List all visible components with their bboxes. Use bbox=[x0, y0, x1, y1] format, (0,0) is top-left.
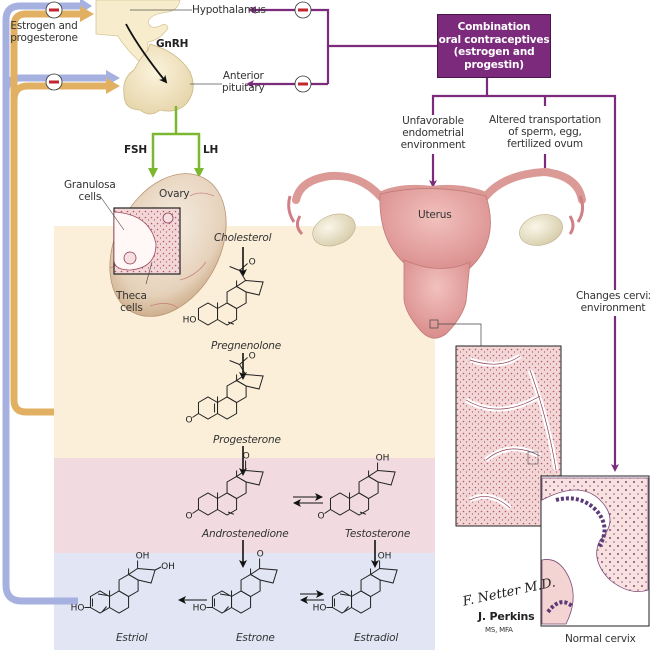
estradiol-structure: OH HO bbox=[313, 552, 398, 614]
progesterone-structure: OO bbox=[185, 352, 264, 426]
ovary-label: Ovary bbox=[159, 188, 190, 200]
gnrh-label: GnRH bbox=[156, 38, 189, 50]
functional-group-label: HO bbox=[183, 316, 197, 326]
functional-group-label: OH bbox=[136, 552, 150, 562]
combination-oral-contraceptives-box: Combination oral contraceptives (estroge… bbox=[437, 14, 551, 78]
inhibition-icon bbox=[45, 73, 63, 91]
functional-group-label: O bbox=[185, 416, 192, 426]
label-line: fertilized ovum bbox=[507, 138, 583, 150]
gonadotropin-arrows bbox=[148, 106, 204, 178]
normal-cervix-label: Normal cervix bbox=[565, 633, 636, 645]
label-line: Unfavorable bbox=[402, 115, 464, 127]
box-line: Combination bbox=[457, 21, 531, 33]
functional-group-label: O bbox=[185, 512, 192, 522]
estriol-structure: OH OH HO bbox=[71, 552, 175, 614]
functional-group-label: HO bbox=[313, 604, 327, 614]
estrone-structure: O HO bbox=[193, 550, 278, 614]
inhibition-icon bbox=[294, 1, 312, 19]
functional-group-label: HO bbox=[193, 604, 207, 614]
progesterone-label: Progesterone bbox=[213, 434, 281, 446]
inhibition-icon bbox=[45, 1, 63, 19]
uterus-illustration bbox=[287, 167, 586, 346]
feedback-label: Estrogen and progesterone bbox=[5, 20, 83, 44]
label-line: Granulosa bbox=[64, 179, 116, 191]
inhibition-markers bbox=[45, 1, 312, 93]
theca-label: Theca cells bbox=[116, 290, 147, 314]
equilibrium-arrows bbox=[293, 493, 324, 604]
box-line: oral contraceptives bbox=[438, 33, 550, 46]
artist-degrees: MS, MFA bbox=[485, 626, 513, 634]
uterus-label: Uterus bbox=[418, 209, 452, 221]
contraceptive-arrows bbox=[246, 6, 619, 472]
anterior-pituitary-label: Anterior pituitary bbox=[222, 70, 265, 94]
functional-group-label: O bbox=[249, 258, 256, 268]
progesterone-feedback-path bbox=[10, 10, 82, 416]
pathway-arrows bbox=[178, 247, 379, 604]
box-line: progestin) bbox=[464, 58, 524, 71]
androstenedione-structure: OO bbox=[185, 452, 264, 522]
functional-group-label: O bbox=[249, 352, 256, 362]
pregnenolone-structure: O HO bbox=[183, 258, 264, 326]
ovary-illustration bbox=[99, 173, 227, 317]
functional-group-label: HO bbox=[71, 604, 85, 614]
inhibition-icon bbox=[294, 75, 312, 93]
androstenedione-label: Androstenedione bbox=[202, 528, 289, 540]
testosterone-structure: OH O bbox=[317, 454, 396, 522]
granulosa-label: Granulosa cells bbox=[64, 179, 116, 203]
label-line: pituitary bbox=[222, 82, 265, 94]
functional-group-label: O bbox=[257, 550, 264, 560]
estradiol-label: Estradiol bbox=[354, 632, 399, 644]
label-line: endometrial bbox=[402, 127, 464, 139]
functional-group-label: O bbox=[317, 512, 324, 522]
artist-name: J. Perkins bbox=[478, 610, 535, 623]
hypothalamus-pituitary-illustration bbox=[95, 0, 222, 115]
functional-group-label: OH bbox=[378, 552, 392, 562]
feedback-label-line: progesterone bbox=[10, 32, 78, 44]
testosterone-label: Testosterone bbox=[345, 528, 411, 540]
label-line: Anterior bbox=[222, 70, 264, 82]
estrogen-feedback-path bbox=[2, 2, 82, 605]
label-line: Changes cervix bbox=[576, 290, 650, 302]
fsh-label: FSH bbox=[124, 144, 147, 156]
cervix-histology bbox=[455, 345, 650, 627]
effect-endometrial-label: Unfavorable endometrial environment bbox=[396, 115, 470, 151]
label-line: of sperm, egg, bbox=[508, 126, 582, 138]
effect-transport-label: Altered transportation of sperm, egg, fe… bbox=[488, 114, 602, 150]
functional-group-label: OH bbox=[161, 562, 175, 572]
label-line: Altered transportation bbox=[489, 114, 601, 126]
box-line: (estrogen and bbox=[453, 46, 535, 58]
label-line: environment bbox=[400, 139, 466, 151]
label-line: cells bbox=[120, 302, 143, 314]
cholesterol-label: Cholesterol bbox=[214, 232, 272, 244]
estriol-label: Estriol bbox=[116, 632, 148, 644]
feedback-arrows bbox=[2, 0, 120, 605]
label-line: Theca bbox=[116, 290, 147, 302]
estrogen-band bbox=[54, 553, 435, 650]
label-line: environment bbox=[580, 302, 646, 314]
functional-group-label: O bbox=[243, 452, 250, 462]
feedback-label-line: Estrogen and bbox=[10, 20, 78, 32]
pregnenolone-label: Pregnenolone bbox=[211, 340, 282, 352]
effect-cervix-label: Changes cervix environment bbox=[576, 290, 650, 314]
estrone-label: Estrone bbox=[236, 632, 275, 644]
lh-label: LH bbox=[203, 144, 219, 156]
label-line: cells bbox=[78, 191, 102, 203]
hypothalamus-label: Hypothalamus bbox=[192, 4, 266, 16]
functional-group-label: OH bbox=[376, 454, 390, 464]
